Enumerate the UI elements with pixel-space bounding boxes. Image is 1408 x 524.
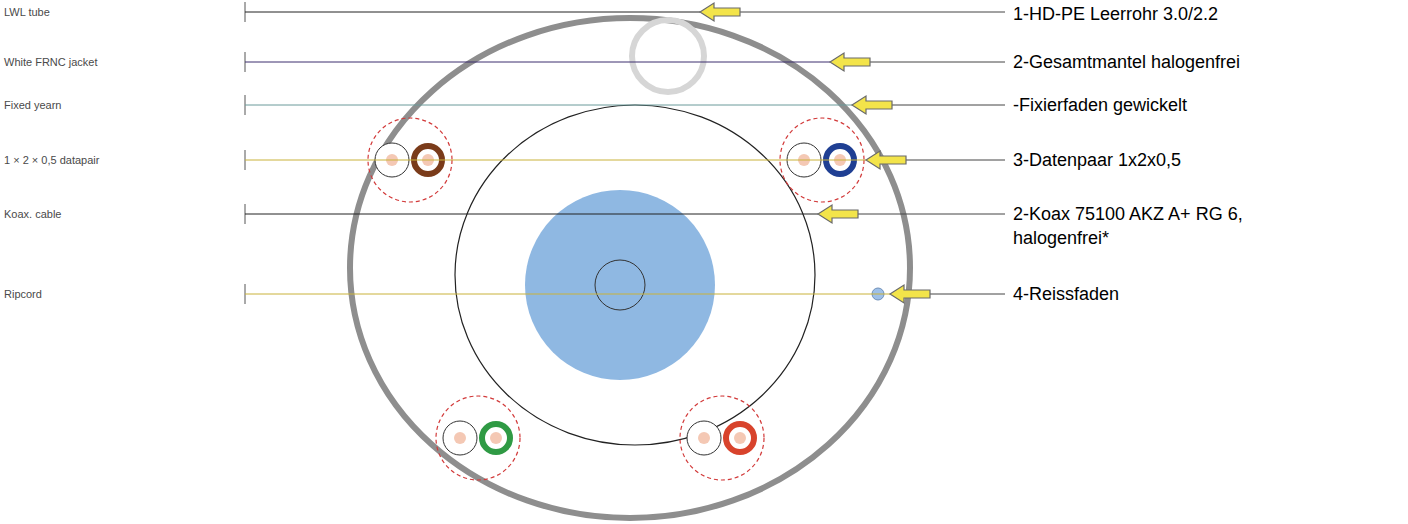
leader-line (245, 105, 852, 106)
part-callout: 2-Gesamtmantel halogenfrei (1013, 50, 1313, 74)
data-pair (680, 396, 764, 480)
part-name: LWL tube (4, 5, 50, 19)
callout-arrow (866, 151, 906, 169)
leader-line (930, 294, 1005, 295)
part-name: Koax. cable (4, 207, 61, 221)
part-callout: 3-Datenpaar 1x2x0,5 (1013, 148, 1313, 172)
leader-line (245, 62, 830, 63)
part-callout: 4-Reissfaden (1013, 282, 1313, 306)
callout-arrow (830, 53, 870, 71)
outer-jacket (350, 18, 910, 518)
part-callout: 2-Koax 75100 AKZ A+ RG 6, halogenfrei* (1013, 202, 1313, 250)
leader-line (892, 105, 1005, 106)
leader-line (245, 214, 818, 215)
part-name: Fixed yearn (4, 98, 61, 112)
part-callout: -Fixierfaden gewickelt (1013, 93, 1313, 117)
leader-line (245, 294, 890, 295)
leader-line (245, 160, 866, 161)
part-callout: 1-HD-PE Leerrohr 3.0/2.2 (1013, 2, 1313, 26)
lwl-tube (632, 20, 704, 92)
leader-line (245, 12, 700, 13)
callout-arrow (852, 96, 892, 114)
leader-line (740, 12, 1005, 13)
data-pair (436, 396, 520, 480)
leader-line (858, 214, 1005, 215)
callout-arrow (700, 3, 740, 21)
part-name: 1 × 2 × 0,5 datapair (4, 153, 99, 167)
part-name: White FRNC jacket (4, 55, 98, 69)
coax-dielectric (525, 190, 715, 380)
leader-line (906, 160, 1005, 161)
part-name: Ripcord (4, 287, 42, 301)
leader-line (870, 62, 1005, 63)
callout-arrow (890, 285, 930, 303)
coax-conductor (595, 260, 645, 310)
callout-arrow (818, 205, 858, 223)
coax-jacket (455, 105, 815, 445)
